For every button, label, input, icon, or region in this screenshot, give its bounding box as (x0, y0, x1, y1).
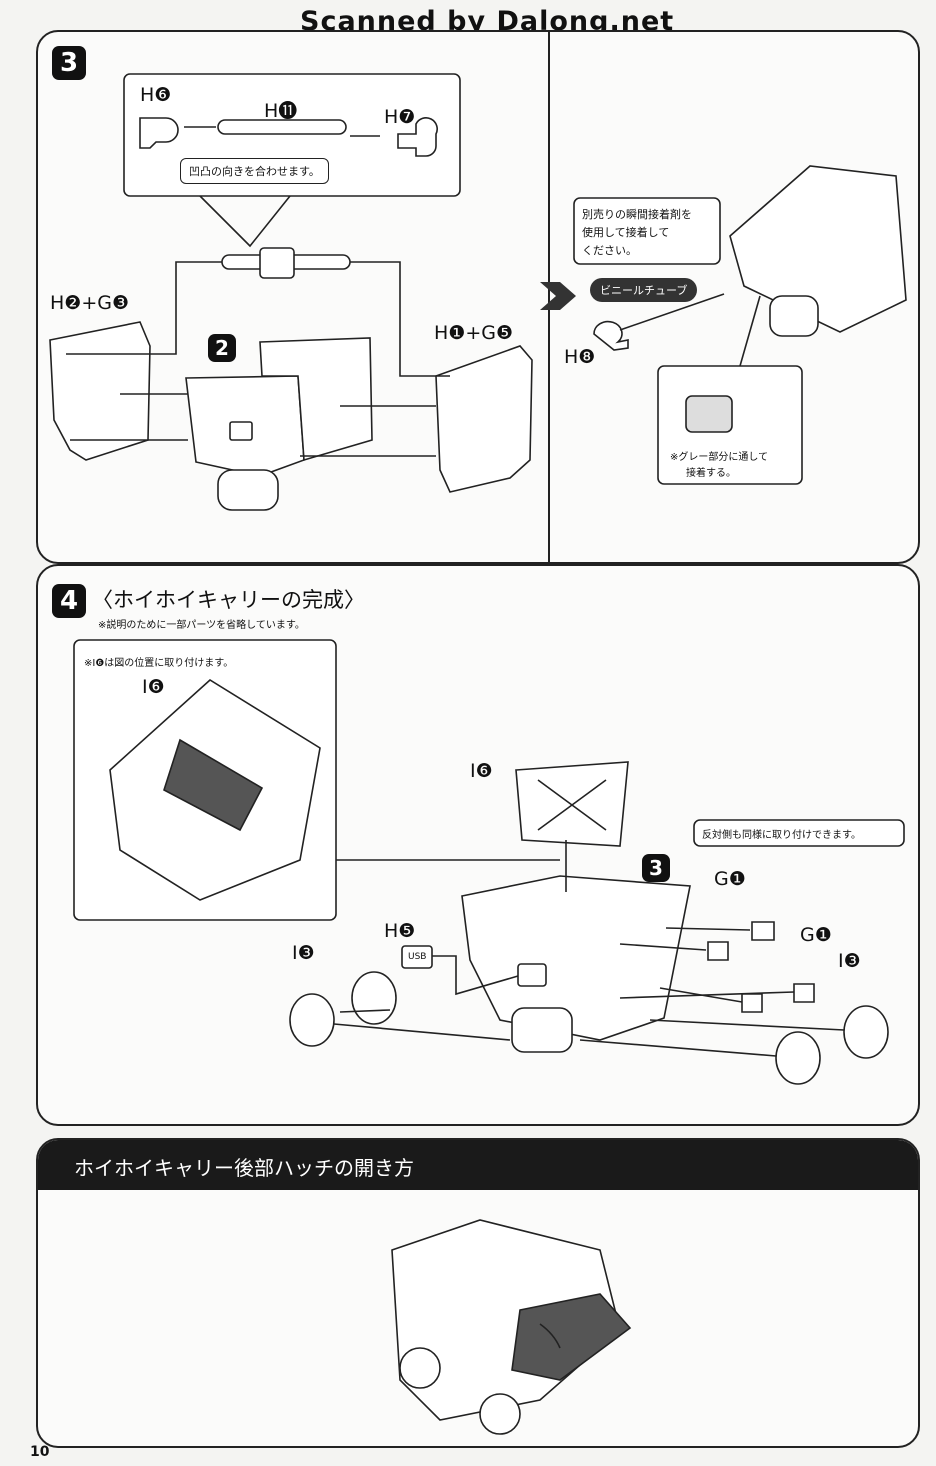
axle-joint (259, 247, 295, 279)
inset-i6-highlight (163, 738, 264, 832)
step4-badge: 4 (52, 584, 86, 618)
part-label-h7: H❼ (384, 106, 416, 128)
part-label-g1-b: G❶ (800, 924, 832, 946)
vinyl-tube-label: ビニールチューブ (590, 278, 698, 302)
part-label-h8: H❽ (564, 346, 596, 368)
assembled-unit (729, 165, 907, 333)
hatch-door (511, 1293, 632, 1381)
page-number: 10 (30, 1444, 50, 1460)
usb-port-step3 (229, 421, 253, 441)
h5-part (401, 945, 433, 969)
h11-part (217, 119, 347, 135)
part-label-h6: H❻ (140, 84, 172, 106)
step3-badge: 3 (52, 46, 86, 80)
part-label-i6: I❻ (470, 760, 493, 782)
part-label-g1-a: G❶ (714, 868, 746, 890)
part-label-i6-inset: I❻ (142, 676, 165, 698)
step-arrow (540, 282, 576, 310)
step3-divider (548, 32, 550, 562)
wheel-right-1 (775, 1031, 821, 1085)
body-back (259, 337, 373, 462)
usb-text: USB (408, 952, 427, 962)
part-label-i3-left: I❸ (292, 942, 315, 964)
part-label-i3-right: I❸ (838, 950, 861, 972)
gray-note-line2: 接着する。 (686, 468, 736, 479)
h8-part (593, 320, 629, 351)
orientation-callout: 凹凸の向きを合わせます。 (180, 158, 329, 184)
wheel-left-1 (289, 993, 335, 1047)
part-label-h2g3: H❷+G❸ (50, 292, 129, 314)
hatch-header-bar (38, 1140, 918, 1190)
i6-plate (515, 761, 629, 847)
h6-part (139, 117, 179, 149)
wheel-right-2 (843, 1005, 889, 1059)
h7-part (397, 117, 438, 157)
body-roller (217, 469, 279, 511)
step4-unit (461, 875, 691, 1041)
wheel-left-2 (351, 971, 397, 1025)
glue-callout-line1: 別売りの瞬間接着剤を (582, 208, 692, 221)
opposite-side-callout: 反対側も同様に取り付けできます。 (702, 830, 861, 841)
glue-callout-line3: ください。 (582, 244, 637, 257)
gray-note-line1: ※グレー部分に通して (670, 452, 769, 463)
left-side-panel (49, 321, 151, 461)
part-label-h11: H⓫ (264, 100, 298, 122)
inset-note: ※I❻は図の位置に取り付けます。 (84, 658, 234, 669)
usb-port-step4 (517, 963, 547, 987)
step4-sub-badge: 3 (642, 854, 670, 882)
right-side-panel (435, 345, 533, 493)
part-label-h5: H❺ (384, 920, 416, 942)
hatch-title: ホイホイキャリー後部ハッチの開き方 (74, 1156, 414, 1180)
step4-note: ※説明のために一部パーツを省略しています。 (98, 620, 305, 631)
step4-title: 〈ホイホイキャリーの完成〉 (92, 588, 365, 612)
step3-sub-badge: 2 (208, 334, 236, 362)
glue-callout-line2: 使用して接着して (582, 226, 670, 239)
part-label-h1g5: H❶+G❺ (434, 322, 513, 344)
